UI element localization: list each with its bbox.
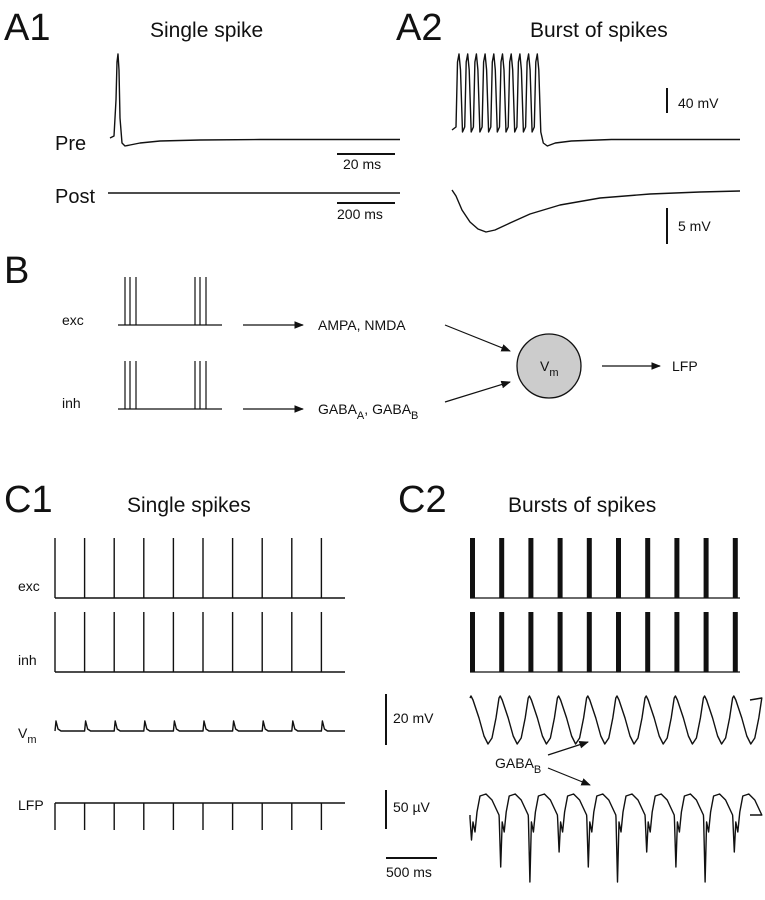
c2-inh-burst	[557, 612, 563, 672]
c2-gabab-annotation: GABAB	[495, 755, 541, 776]
c2-exc-burst	[645, 538, 651, 598]
c2-inh-burst	[645, 612, 651, 672]
b-cell-label: Vm	[540, 358, 559, 379]
c2-scale-label-50uv: 50 µV	[393, 799, 431, 815]
c1-vm-trace	[54, 720, 345, 732]
c1-vm-label: Vm	[18, 725, 37, 746]
c1-inh-spike-train	[54, 612, 345, 673]
c2-inh-burst	[528, 612, 534, 672]
c2-scale-label-500ms: 500 ms	[386, 864, 432, 880]
c2-exc-burst	[674, 538, 680, 598]
c2-exc-burst	[586, 538, 592, 598]
b-inh-receptors: GABAA,GABAB	[318, 401, 418, 422]
a2-pre-burst-trace	[451, 53, 740, 147]
panel-c2-label: C2	[398, 479, 447, 521]
panel-c1-title: Single spikes	[127, 494, 251, 517]
a2-post-trace	[451, 189, 741, 233]
c2-inh-burst	[616, 612, 621, 672]
b-exc-receptors: AMPA, NMDA	[318, 317, 406, 333]
panel-a1-label: A1	[4, 7, 50, 49]
b-inh-spike-train	[118, 361, 222, 410]
c2-inh-burst	[499, 612, 505, 672]
a2-scale-label-5mv: 5 mV	[678, 218, 711, 234]
c2-exc-burst-train	[470, 538, 740, 599]
c2-exc-burst	[557, 538, 563, 598]
c2-inh-burst	[470, 612, 475, 672]
c2-inh-burst	[586, 612, 592, 672]
c2-inh-burst	[732, 612, 738, 672]
c1-exc-spike-train	[54, 538, 345, 599]
c2-inh-burst-train	[470, 612, 740, 673]
c2-exc-burst	[470, 538, 475, 598]
a1-post-label: Post	[55, 186, 95, 208]
c2-exc-burst	[616, 538, 621, 598]
b-cell	[516, 333, 582, 399]
c2-exc-burst	[499, 538, 505, 598]
c2-scale-label-20mv: 20 mV	[393, 710, 434, 726]
c1-exc-label: exc	[18, 578, 40, 594]
panel-a2-title: Burst of spikes	[530, 19, 668, 42]
a2-scale-label-40mv: 40 mV	[678, 95, 719, 111]
c2-exc-burst	[528, 538, 534, 598]
c2-gabab-arrow-upper	[547, 741, 589, 756]
c2-vm-trace	[469, 695, 763, 745]
c2-gabab-arrow-lower	[547, 767, 591, 786]
b-exc-to-cell-arrow	[444, 324, 511, 352]
c2-exc-burst	[703, 538, 709, 598]
panel-c2-title: Bursts of spikes	[508, 494, 656, 517]
b-inh-label: inh	[62, 395, 81, 411]
panel-c1-label: C1	[4, 479, 53, 521]
c1-inh-label: inh	[18, 652, 37, 668]
c2-exc-burst	[732, 538, 738, 598]
b-exc-spike-train	[118, 277, 222, 326]
c2-lfp-trace	[469, 793, 763, 883]
panel-a2-label: A2	[396, 7, 442, 49]
c1-lfp-trace	[54, 802, 345, 830]
a1-scale-label-20ms: 20 ms	[343, 156, 381, 172]
b-exc-label: exc	[62, 312, 84, 328]
b-lfp-label: LFP	[672, 358, 698, 374]
panel-b-label: B	[4, 250, 29, 292]
a1-pre-label: Pre	[55, 133, 86, 155]
a1-pre-trace	[109, 53, 400, 147]
c1-lfp-label: LFP	[18, 797, 44, 813]
a1-scale-label-200ms: 200 ms	[337, 206, 383, 222]
c2-inh-burst	[703, 612, 709, 672]
panel-a1-title: Single spike	[150, 19, 263, 42]
c2-inh-burst	[674, 612, 680, 672]
b-inh-to-cell-arrow	[444, 380, 511, 403]
